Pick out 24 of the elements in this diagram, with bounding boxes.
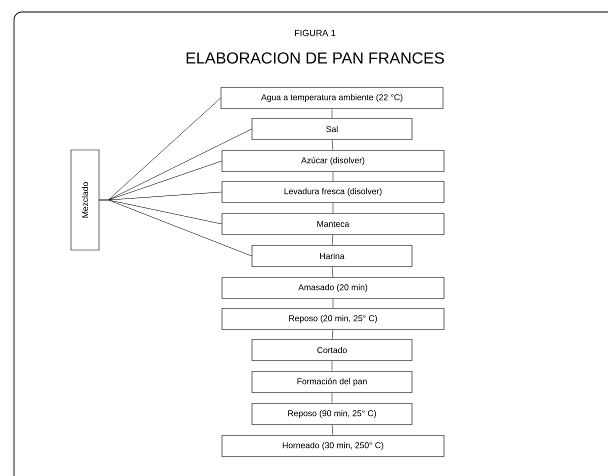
process-box: Amasado (20 min) [222, 277, 444, 299]
process-box: Sal [252, 118, 412, 140]
title: ELABORACION DE PAN FRANCES [186, 52, 444, 64]
figure-number: FIGURA 1 [294, 30, 336, 36]
connector-line [332, 424, 334, 436]
connector-line [99, 200, 252, 256]
connector-line [332, 330, 334, 340]
connector-line [332, 234, 334, 246]
process-box: Agua a temperatura ambiente (22 °C) [220, 87, 444, 109]
process-box: Levadura fresca (disolver) [222, 181, 444, 203]
process-box: Formación del pan [252, 371, 412, 393]
label-box: Mezclado [70, 150, 100, 250]
process-box: Reposo (90 min, 25° C) [252, 403, 412, 425]
connector-line [332, 266, 334, 278]
process-box: Reposo (20 min, 25° C) [222, 308, 444, 330]
connector-line [332, 172, 334, 182]
process-box: Manteca [222, 213, 444, 235]
connector-line [332, 298, 334, 308]
process-box: Harina [252, 245, 412, 267]
process-box: Horneado (30 min, 250° C) [222, 435, 444, 457]
process-box: Azúcar (disolver) [222, 150, 444, 172]
connector-line [332, 140, 334, 150]
process-box: Cortado [252, 339, 412, 361]
connector-line [332, 202, 334, 214]
